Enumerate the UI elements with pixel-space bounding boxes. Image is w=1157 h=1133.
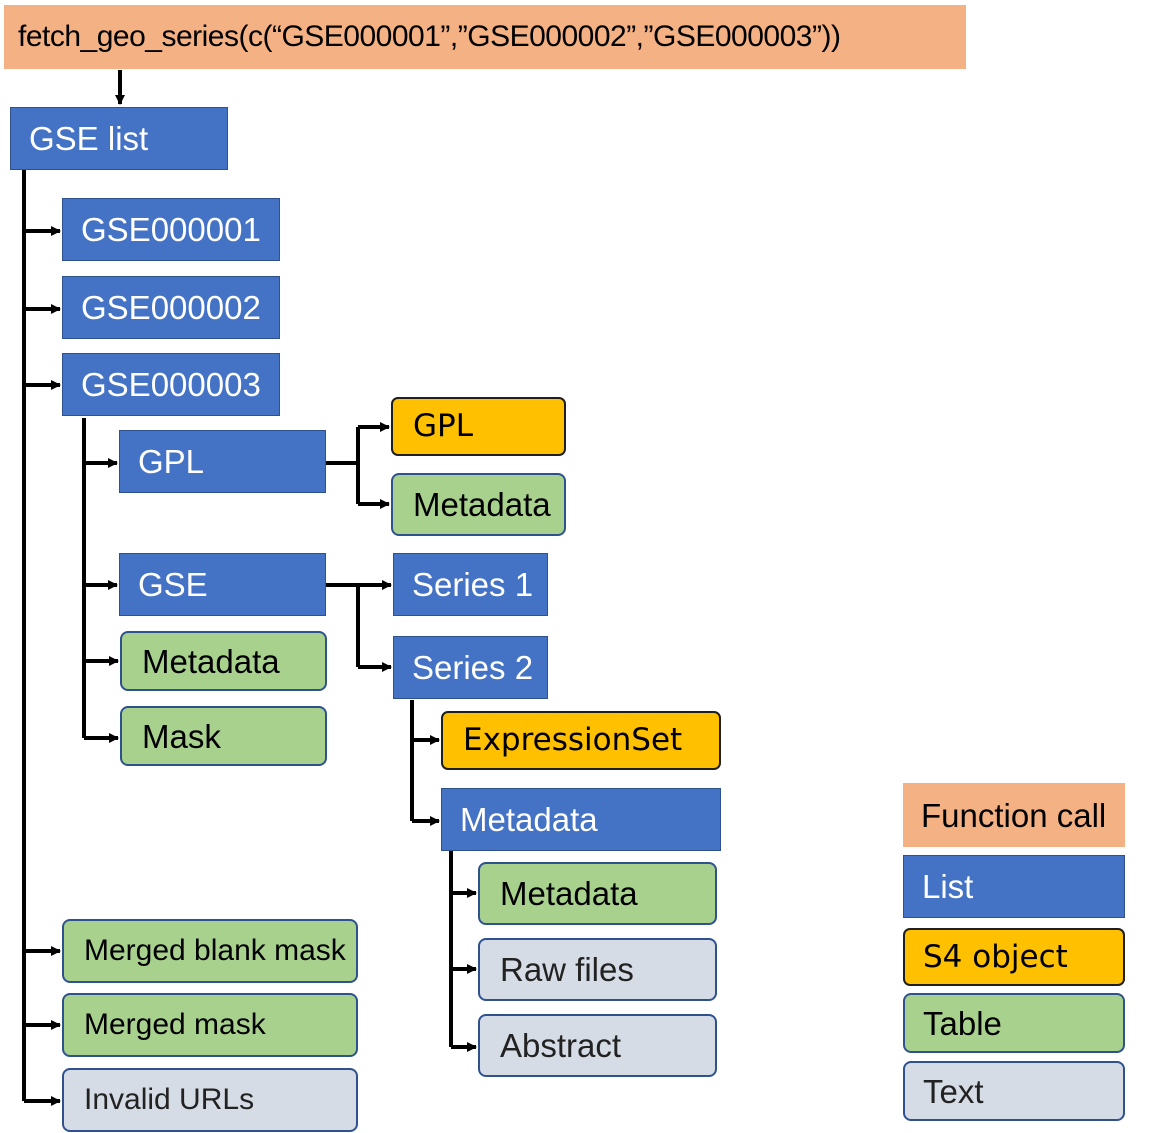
series-metadata-label: Metadata: [460, 801, 598, 838]
merged-mask-label: Merged mask: [84, 1008, 266, 1041]
abstract-label: Abstract: [500, 1027, 622, 1064]
gse-metadata-node: Metadata: [120, 631, 327, 691]
merged-mask-node: Merged mask: [62, 993, 358, 1057]
merged-blank-mask-label: Merged blank mask: [84, 934, 346, 967]
abstract-node: Abstract: [478, 1014, 717, 1077]
legend-table-label: Table: [923, 1004, 1002, 1042]
gse-node: GSE: [119, 553, 326, 616]
legend-list-label: List: [922, 868, 974, 905]
gse000003-node: GSE000003: [62, 353, 280, 416]
legend-s4-object-label: S4 object: [923, 938, 1068, 975]
raw-files-label: Raw files: [500, 951, 634, 988]
legend-list: List: [903, 855, 1125, 918]
gpl-metadata-label: Metadata: [413, 486, 551, 523]
series1-node: Series 1: [393, 553, 548, 616]
meta-metadata-node: Metadata: [478, 862, 717, 925]
legend-table: Table: [903, 993, 1125, 1053]
series2-label: Series 2: [412, 649, 534, 686]
mask-node: Mask: [120, 706, 327, 766]
function-call-label: fetch_geo_series(c(“GSE000001”,”GSE00000…: [18, 20, 841, 53]
gse-list-node: GSE list: [10, 107, 228, 170]
meta-metadata-label: Metadata: [500, 875, 638, 912]
gse000001-label: GSE000001: [81, 211, 261, 248]
gpl-list-label: GPL: [138, 443, 205, 480]
expressionset-node: ExpressionSet: [441, 711, 721, 770]
gpl-list-node: GPL: [119, 430, 326, 493]
invalid-urls-label: Invalid URLs: [84, 1083, 255, 1116]
invalid-urls-node: Invalid URLs: [62, 1068, 358, 1132]
gse-list-label: GSE list: [29, 120, 149, 157]
legend-text: Text: [903, 1061, 1125, 1121]
gse000003-label: GSE000003: [81, 366, 261, 403]
legend-function-call-label: Function call: [921, 796, 1107, 834]
legend-function-call: Function call: [903, 783, 1125, 847]
legend-s4-object: S4 object: [903, 928, 1125, 986]
gpl-metadata-node: Metadata: [391, 473, 566, 536]
merged-blank-mask-node: Merged blank mask: [62, 919, 358, 983]
mask-label: Mask: [142, 717, 221, 755]
gse000001-node: GSE000001: [62, 198, 280, 261]
function-call-box: fetch_geo_series(c(“GSE000001”,”GSE00000…: [4, 5, 966, 69]
gpl-s4-label: GPL: [413, 408, 473, 444]
raw-files-node: Raw files: [478, 938, 717, 1001]
gse000002-node: GSE000002: [62, 276, 280, 339]
expressionset-label: ExpressionSet: [463, 722, 683, 758]
gpl-s4-node: GPL: [391, 397, 566, 456]
gse000002-label: GSE000002: [81, 289, 261, 326]
gse-metadata-label: Metadata: [142, 642, 280, 680]
series2-node: Series 2: [393, 636, 548, 699]
gse-label: GSE: [138, 566, 208, 603]
series1-label: Series 1: [412, 566, 534, 603]
series-metadata-node: Metadata: [441, 788, 721, 851]
legend-text-label: Text: [923, 1072, 984, 1110]
